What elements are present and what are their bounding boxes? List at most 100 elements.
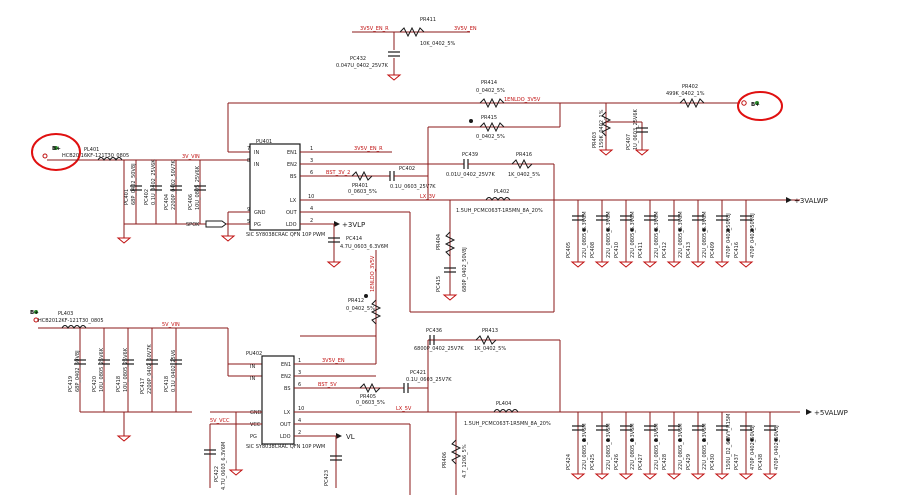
output-cap-value: 470P_0402_50V8J xyxy=(750,425,756,470)
pr403-ref: PR403 xyxy=(592,132,598,148)
net-lx-3v: LX_3V xyxy=(420,194,436,200)
output-cap-ref: PC416 xyxy=(734,242,740,258)
svg-text:GND: GND xyxy=(250,410,262,416)
pr401-value: 0_0603_5% xyxy=(348,189,377,195)
pc406: PC406 10U_0805_25V6K xyxy=(188,160,206,224)
spok-label: SPOK xyxy=(186,222,200,228)
pr414-value: 0_0402_5% xyxy=(476,88,505,94)
pl402-inductor xyxy=(485,197,511,201)
pr411-value: 10K_0402_5% xyxy=(420,41,456,47)
svg-text:3: 3 xyxy=(298,370,301,376)
output-cap-value: 470P_0402_50V8J xyxy=(726,213,732,258)
svg-text:LX: LX xyxy=(284,410,291,416)
output-cap-value: 470P_0402_50V8J xyxy=(750,213,756,258)
svg-text:EN1: EN1 xyxy=(287,150,297,156)
output-cap-value: 22U_0805_6.3V6M xyxy=(678,211,684,258)
out-3valwp: +3VALWP xyxy=(794,197,828,205)
pr406-ref: PR406 xyxy=(442,452,448,468)
svg-text:10U_0805_25V6K: 10U_0805_25V6K xyxy=(195,165,201,210)
svg-text:PG: PG xyxy=(250,434,257,440)
pl402-ref: PL402 xyxy=(494,189,509,195)
output-cap-value: 150U_D2_6.3VY_R15M xyxy=(726,414,732,470)
svg-text:IN: IN xyxy=(254,150,259,156)
svg-text:PG: PG xyxy=(254,222,261,228)
svg-text:BS: BS xyxy=(284,386,291,392)
pu401-bst: BST_3V_2 PR401 0_0603_5% PC402 0.1U_0603… xyxy=(326,164,436,200)
svg-text:0.1U_0402_25V6K: 0.1U_0402_25V6K xyxy=(151,159,157,205)
svg-text:IN: IN xyxy=(254,162,259,168)
pl403-inductor xyxy=(61,325,87,329)
pu402-rc: PR406 4.7_1206_5% xyxy=(409,412,468,495)
svg-text:2: 2 xyxy=(298,430,301,436)
bplus-label-top: B+ xyxy=(751,102,760,108)
pr415-ref: PR415 xyxy=(481,115,497,121)
output-cap-value: 22U_0805_6.3V6M xyxy=(606,211,612,258)
output-cap-value: 22U_0805_6.3V6M xyxy=(654,211,660,258)
output-cap-value: 22U_0805_6.3V6M xyxy=(630,211,636,258)
pr406-resistor xyxy=(450,439,462,465)
output-cap-pc408: PC408 22U_0805_6.3V6M xyxy=(590,200,612,268)
output-cap-value: 22U_0805_6.3V6M xyxy=(702,211,708,258)
net-3v-vin: 3V_VIN xyxy=(182,154,200,160)
svg-text:EN2: EN2 xyxy=(287,162,297,168)
pu402-snubber: PC436 6800P_0402_25V7K PR413 1K_0402_5% xyxy=(414,328,561,412)
net-3v5v-en-label: 3V5V_EN xyxy=(454,26,477,32)
vl-block: VL PC423 PC422 4.7U_0603_6.3V6M xyxy=(204,433,355,490)
pc436-value: 6800P_0402_25V7K xyxy=(414,346,464,352)
svg-text:PC419: PC419 xyxy=(68,376,74,392)
output-cap-value: 22U_0805_6.3V6M xyxy=(582,211,588,258)
svg-text:0.1U_0402_25V6: 0.1U_0402_25V6 xyxy=(171,350,177,392)
net-5v-vin: 5V_VIN xyxy=(162,322,180,328)
output-cap-ref: PC413 xyxy=(686,242,692,258)
output-cap-pc413: PC413 22U_0805_6.3V6M xyxy=(686,200,708,268)
output-cap-value: 22U_0805_6.3V6M xyxy=(702,423,708,470)
output-cap-ref: PC437 xyxy=(734,454,740,470)
pl403-ref: PL403 xyxy=(58,311,73,317)
net-enldo-label: 1ENLDO_3V5V xyxy=(504,97,541,103)
pr406-value: 4.7_1206_5% xyxy=(462,444,468,478)
pc402-ref: PC402 xyxy=(399,166,415,172)
svg-text:OUT: OUT xyxy=(280,422,292,428)
pl401-value: HCB20 16KF-121T30_0805 xyxy=(62,153,129,159)
svg-text:PC420: PC420 xyxy=(92,376,98,392)
svg-text:PC401: PC401 xyxy=(124,189,130,205)
output-cap-pc416: PC416 470P_0402_50V8J xyxy=(734,200,756,268)
svg-text:PC404: PC404 xyxy=(164,194,170,210)
pl403-value: HCB2012KF-121T30_0805 xyxy=(38,318,104,324)
pc432-value: 0.047U_0402_25V7K xyxy=(336,63,389,69)
svg-text:OUT: OUT xyxy=(286,210,298,216)
pr412-value: 0_0402_5% xyxy=(346,306,375,312)
pr411-resistor xyxy=(399,26,425,38)
pc419: PC419 68P_0402_50V8J xyxy=(68,350,86,392)
svg-text:LDO: LDO xyxy=(286,222,297,228)
pr411-block: 3V5V_EN_R 3V5V_EN PR411 10K_0402_5% PC43… xyxy=(336,17,477,81)
svg-text:PC406: PC406 xyxy=(188,194,194,210)
pl402-block: PL402 1.5UH_PCMC063T-1R5MN_8A_20% +3VALW… xyxy=(456,189,828,214)
pc421-value: 0.1U_0603_25V7K xyxy=(406,377,452,383)
svg-text:EN1: EN1 xyxy=(281,362,291,368)
svg-text:68P_0402_50V8J: 68P_0402_50V8J xyxy=(75,350,81,392)
pu402-input-caps: PC419 68P_0402_50V8J PC420 10U_0805_25V6… xyxy=(68,328,192,442)
svg-text:VCC: VCC xyxy=(250,422,261,428)
pl401-block: B+ PL401 HCB20 16KF-121T30_0805 3V_VIN xyxy=(31,133,250,171)
output-cap-ref: PC408 xyxy=(590,242,596,258)
svg-text:6: 6 xyxy=(310,170,313,176)
pu401-ref: PU401 xyxy=(256,139,272,145)
pc415-ref: PC415 xyxy=(436,276,442,292)
enldo-block: PR414 0_0402_5% 1ENLDO_3V5V PR415 0_0402… xyxy=(227,80,783,168)
pr412-ref: PR412 xyxy=(348,298,364,304)
pu401-part: SIC SY8038CRAC QFN 10P PWM xyxy=(246,232,325,238)
pl404-ref: PL404 xyxy=(496,401,511,407)
output-cap-ref: PC405 xyxy=(566,242,572,258)
pu401-rc: PR404 PC415 680P_0402_50V8J xyxy=(436,200,468,301)
output-cap-ref: PC428 xyxy=(662,454,668,470)
svg-text:10: 10 xyxy=(308,194,314,200)
